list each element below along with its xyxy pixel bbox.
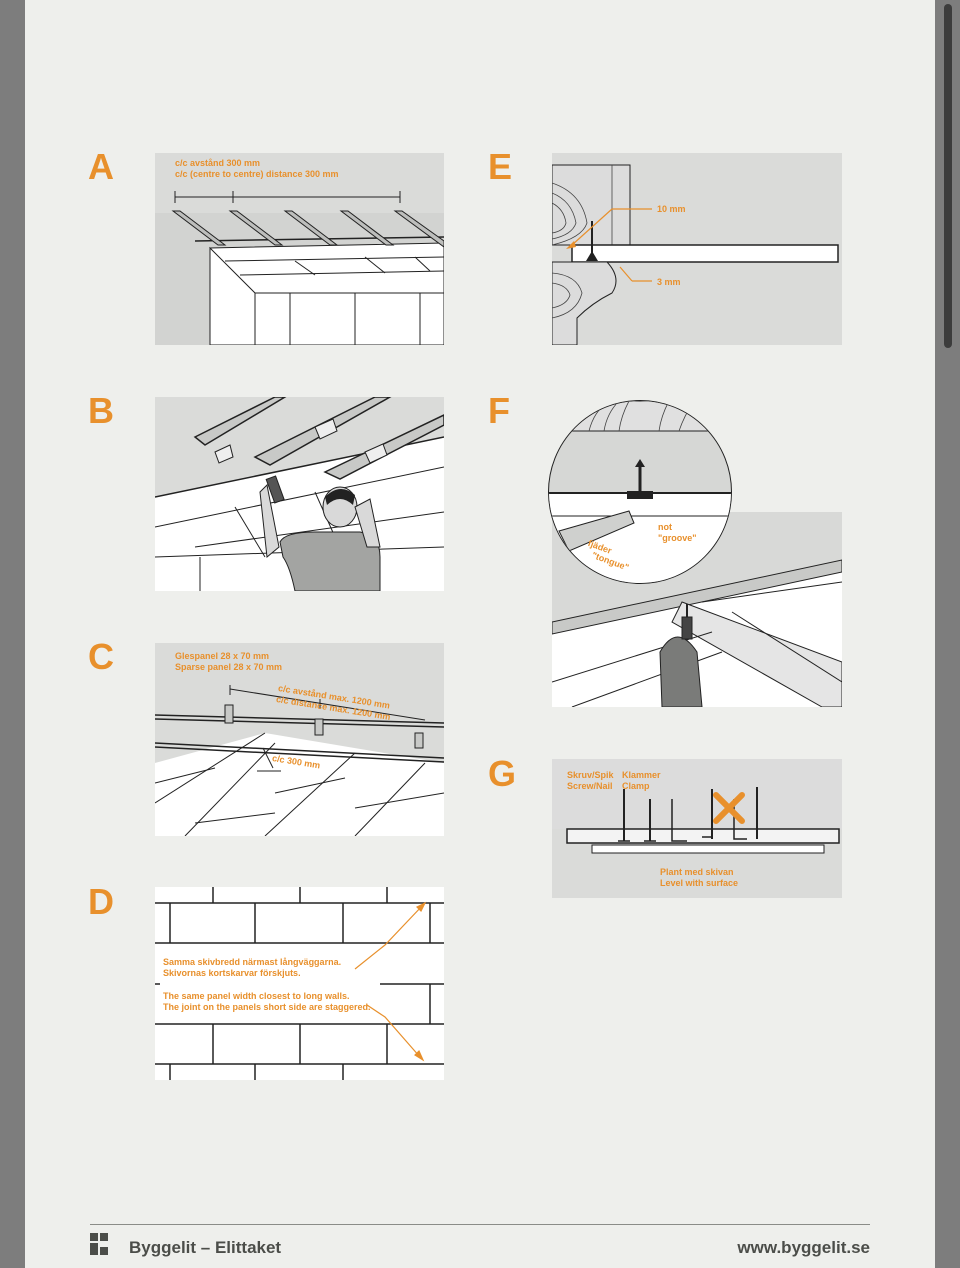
annotation-a-line1: c/c avstånd 300 mm xyxy=(175,158,261,168)
scrollbar-thumb[interactable] xyxy=(944,4,952,348)
illustration-a-battens: c/c avstånd 300 mm c/c (centre to centre… xyxy=(155,153,444,345)
step-label-a: A xyxy=(88,146,114,187)
annotation-c-line2: Sparse panel 28 x 70 mm xyxy=(175,662,283,672)
illustration-e-edge-detail: 10 mm 3 mm xyxy=(552,153,842,345)
annotation-e-10mm: 10 mm xyxy=(657,204,686,214)
annotation-f-groove1: not xyxy=(658,522,672,532)
annotation-d-sv1: Samma skivbredd närmast långväggarna. xyxy=(163,957,342,967)
footer-url: www.byggelit.se xyxy=(737,1238,870,1257)
annotation-g-clamp1: Klammer xyxy=(622,770,661,780)
step-label-c: C xyxy=(88,636,114,677)
illustration-g-fasteners: Skruv/Spik Screw/Nail Klammer Clamp Plan… xyxy=(552,759,842,898)
annotation-d-sv2: Skivornas kortskarvar förskjuts. xyxy=(163,968,301,978)
annotation-e-3mm: 3 mm xyxy=(657,277,681,287)
footer-divider xyxy=(90,1224,870,1225)
annotation-g-screw2: Screw/Nail xyxy=(567,781,613,791)
step-label-b: B xyxy=(88,390,114,431)
annotation-g-clamp2: Clamp xyxy=(622,781,650,791)
step-label-e: E xyxy=(488,146,513,187)
illustration-b-worker xyxy=(155,397,444,591)
annotation-a-line2: c/c (centre to centre) distance 300 mm xyxy=(175,169,339,179)
illustration-c-sparse-panels: Glespanel 28 x 70 mm Sparse panel 28 x 7… xyxy=(155,643,444,836)
step-label-f: F xyxy=(488,390,510,431)
step-label-d: D xyxy=(88,881,114,922)
annotation-f-groove2: "groove" xyxy=(658,533,697,543)
annotation-d-en1: The same panel width closest to long wal… xyxy=(163,991,350,1001)
annotation-g-level2: Level with surface xyxy=(660,878,739,888)
annotation-g-screw1: Skruv/Spik xyxy=(567,770,614,780)
illustration-d-panel-layout: Samma skivbredd närmast långväggarna. Sk… xyxy=(155,887,444,1080)
footer-brand: Byggelit – Elittaket xyxy=(129,1238,282,1257)
annotation-g-level1: Plant med skivan xyxy=(660,867,734,877)
illustration-f-detail-circle xyxy=(548,400,732,584)
annotation-d-en2: The joint on the panels short side are s… xyxy=(163,1002,371,1012)
annotation-c-line1: Glespanel 28 x 70 mm xyxy=(175,651,270,661)
step-label-g: G xyxy=(488,753,517,794)
byggelit-logo-icon xyxy=(90,1233,108,1255)
